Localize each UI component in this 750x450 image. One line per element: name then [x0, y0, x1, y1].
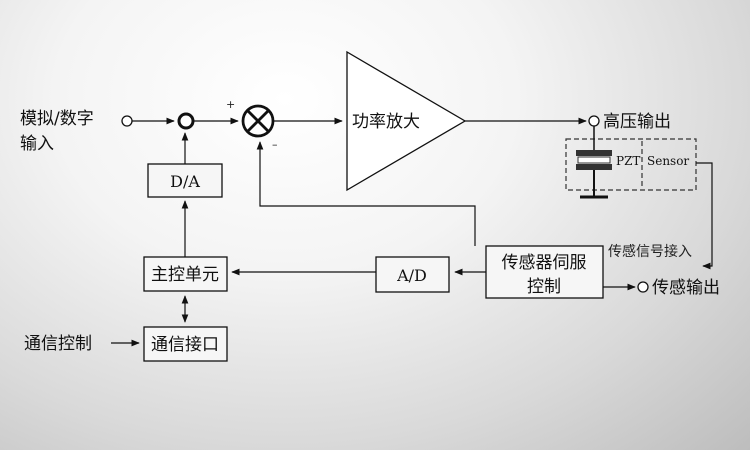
power-amplifier: [346, 50, 467, 192]
servo-label-line1: 传感器伺服: [502, 253, 587, 273]
sensor-signal-label: 传感信号接入: [608, 243, 692, 260]
sensor-label: Sensor: [647, 154, 689, 168]
hv-output-label: 高压输出: [603, 112, 671, 132]
input-terminal: [121, 115, 133, 127]
input-label-line2: 输入: [20, 134, 54, 154]
feedback-to-comparator-line: [256, 141, 476, 246]
hv-output-terminal: [588, 115, 600, 127]
comparator: [241, 104, 275, 138]
plus-sign: +: [226, 98, 235, 111]
sensor-to-servo-line: [696, 162, 713, 270]
piezo-element-icon: [576, 150, 612, 199]
main-control-label: 主控单元: [151, 265, 219, 285]
minus-sign: –: [272, 138, 278, 151]
comm-interface-box: [143, 326, 228, 362]
ad-label: A/D: [396, 266, 427, 285]
summing-junction: [177, 112, 195, 130]
pzt-sensor-group: [565, 138, 697, 191]
input-label-line1: 模拟/数字: [20, 109, 94, 129]
da-converter-box: [147, 163, 223, 198]
main-control-unit-box: [143, 256, 228, 292]
ad-converter-box: [375, 256, 450, 293]
amplifier-label: 功率放大: [352, 112, 420, 132]
comm-control-label: 通信控制: [24, 334, 92, 354]
comm-interface-label: 通信接口: [151, 335, 219, 355]
sensor-output-terminal: [637, 281, 649, 293]
pzt-label: PZT: [616, 154, 640, 168]
servo-label-line2: 控制: [527, 277, 561, 297]
da-label: D/A: [170, 172, 200, 191]
sensor-output-label: 传感输出: [652, 278, 720, 298]
